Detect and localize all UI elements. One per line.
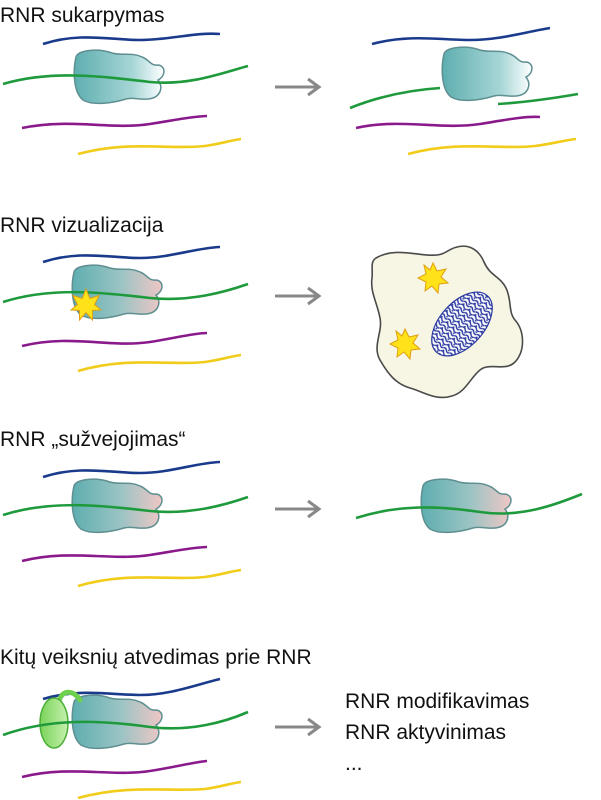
cleaved-strand-right	[497, 92, 579, 106]
fluorescent-star-icon	[416, 261, 450, 295]
panel-capture: RNR „sužvejojimas“	[0, 428, 583, 588]
protein-blob	[420, 478, 512, 534]
protein-blob	[71, 478, 163, 534]
purple-strand	[21, 331, 208, 348]
panel-title-capture: RNR „sužvejojimas“	[0, 428, 186, 451]
cleaved-strand-left	[349, 86, 441, 110]
yellow-strand	[77, 353, 242, 373]
blue-strand	[371, 26, 551, 46]
yellow-strand	[77, 137, 242, 156]
blue-strand	[42, 245, 221, 264]
blue-strand	[42, 32, 221, 46]
panel-cleavage: RNR sukarpymas	[0, 4, 579, 156]
purple-strand	[355, 115, 541, 130]
purple-strand	[21, 545, 208, 563]
green-strand	[2, 64, 249, 86]
cell-nucleus	[431, 291, 493, 357]
blue-strand	[42, 677, 221, 701]
purple-strand	[21, 114, 208, 130]
fluorescent-star-icon	[69, 287, 103, 322]
result-activation: RNR aktyvinimas	[345, 721, 506, 744]
panel-recruitment: Kitų veiksnių atvedimas prie RNR RNR mod…	[0, 646, 529, 800]
yellow-strand	[77, 568, 242, 588]
panel-title-cleavage: RNR sukarpymas	[0, 4, 165, 27]
panel-title-recruitment: Kitų veiksnių atvedimas prie RNR	[0, 646, 312, 669]
yellow-strand	[77, 780, 242, 800]
panel-visualization: RNR vizualizacija	[0, 214, 524, 399]
protein-blob	[441, 46, 533, 102]
arrow	[275, 717, 322, 737]
blue-strand	[42, 460, 221, 479]
arrow	[275, 286, 322, 306]
arrow	[275, 77, 322, 97]
purple-strand	[21, 759, 208, 779]
result-ellipsis: ...	[345, 752, 363, 775]
arrow	[275, 499, 322, 519]
yellow-strand	[407, 137, 577, 156]
green-strand	[2, 282, 249, 304]
green-strand	[2, 495, 249, 517]
protein-blob	[73, 49, 165, 105]
fluorescent-star-icon	[388, 327, 422, 361]
panel-title-visualization: RNR vizualizacija	[0, 214, 164, 237]
protein-blob	[71, 694, 163, 750]
green-strand	[2, 710, 249, 737]
result-modification: RNR modifikavimas	[345, 690, 529, 713]
green-strand	[355, 492, 583, 520]
